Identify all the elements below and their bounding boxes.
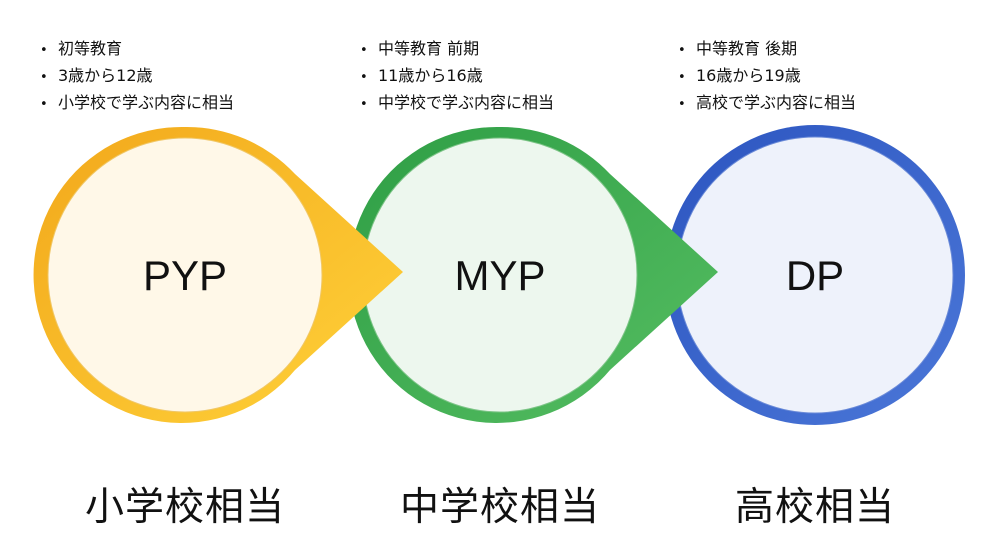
- myp-bullet-level: 中等教育 前期: [360, 36, 554, 63]
- myp-ring-group: MYP: [348, 126, 718, 423]
- myp-code: MYP: [454, 252, 545, 299]
- pyp-bullet-age: 3歳から12歳: [40, 63, 234, 90]
- myp-bullet-equivalent: 中学校で学ぶ内容に相当: [360, 90, 554, 117]
- pyp-bullet-level: 初等教育: [40, 36, 234, 63]
- pyp-ring-group: PYP: [33, 126, 403, 423]
- pyp-inner-circle: [47, 137, 323, 413]
- pyp-code: PYP: [143, 252, 227, 299]
- dp-bullet-age: 16歳から19歳: [678, 63, 856, 90]
- myp-bullet-list: 中等教育 前期 11歳から16歳 中学校で学ぶ内容に相当: [360, 36, 554, 117]
- dp-code: DP: [786, 252, 844, 299]
- dp-bullet-level: 中等教育 後期: [678, 36, 856, 63]
- dp-ring-group: DP: [665, 125, 965, 425]
- myp-bullet-age: 11歳から16歳: [360, 63, 554, 90]
- dp-equivalent-label: 高校相当: [734, 485, 895, 530]
- pyp-equivalent-label: 小学校相当: [84, 485, 285, 530]
- dp-bullet-list: 中等教育 後期 16歳から19歳 高校で学ぶ内容に相当: [678, 36, 856, 117]
- pyp-bullet-equivalent: 小学校で学ぶ内容に相当: [40, 90, 234, 117]
- pyp-bullet-list: 初等教育 3歳から12歳 小学校で学ぶ内容に相当: [40, 36, 234, 117]
- dp-bullet-equivalent: 高校で学ぶ内容に相当: [678, 90, 856, 117]
- myp-equivalent-label: 中学校相当: [399, 485, 600, 530]
